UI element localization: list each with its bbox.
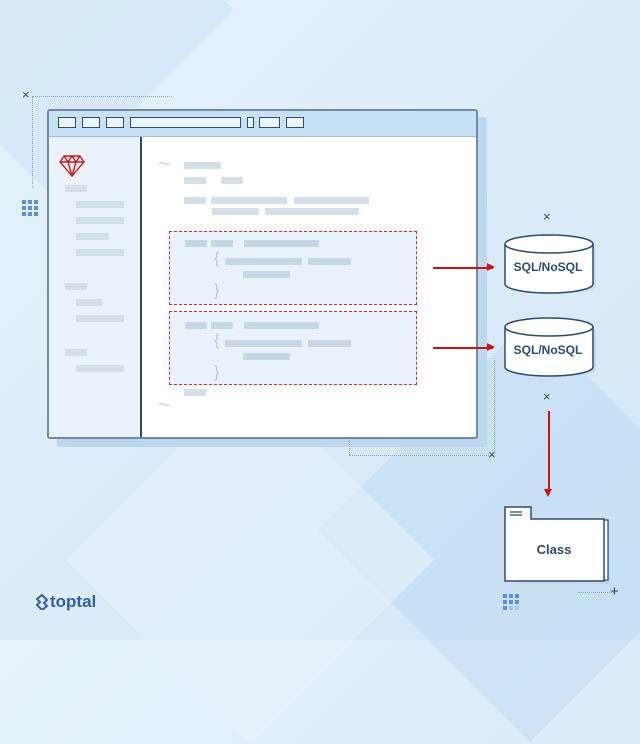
toolbar-button[interactable] xyxy=(286,117,304,128)
database-label: SQL/NoSQL xyxy=(513,343,583,357)
arrow-to-database xyxy=(433,344,495,350)
code-line xyxy=(184,197,206,204)
highlighted-code-block: { } xyxy=(169,231,417,305)
dot-grid-icon xyxy=(22,200,38,216)
code-line xyxy=(221,177,243,184)
sidebar-item[interactable] xyxy=(76,233,109,240)
sidebar-item[interactable] xyxy=(76,315,124,322)
class-package: Class xyxy=(504,506,610,586)
toolbar-button[interactable] xyxy=(58,117,76,128)
dotted-guide xyxy=(494,358,495,453)
dotted-guide xyxy=(349,455,489,456)
database-cylinder: SQL/NoSQL xyxy=(503,234,596,294)
dot-grid-icon xyxy=(503,594,519,610)
code-line xyxy=(265,208,359,215)
highlighted-code-block: { } xyxy=(169,311,417,385)
code-line xyxy=(184,162,221,169)
dotted-guide xyxy=(349,438,350,455)
code-line xyxy=(184,177,206,184)
cross-marker-icon: × xyxy=(543,389,551,404)
class-label: Class xyxy=(536,542,572,557)
toolbar-button[interactable] xyxy=(247,117,254,128)
editor-window: ~ { } { } ~ xyxy=(47,109,478,439)
sidebar-item[interactable] xyxy=(65,283,87,290)
sidebar-item[interactable] xyxy=(76,201,124,208)
sidebar-item[interactable] xyxy=(65,185,87,192)
database-cylinder: SQL/NoSQL xyxy=(503,317,596,377)
code-line xyxy=(211,197,287,204)
tilde-icon: ~ xyxy=(158,151,171,176)
title-bar xyxy=(49,111,476,137)
toolbar-button[interactable] xyxy=(106,117,124,128)
plus-marker-icon: + xyxy=(610,583,619,600)
sidebar-item[interactable] xyxy=(76,217,124,224)
toptal-logo: toptal xyxy=(36,592,96,612)
sidebar-item[interactable] xyxy=(76,365,124,372)
code-line xyxy=(184,389,206,396)
toolbar-button[interactable] xyxy=(259,117,280,128)
tilde-icon: ~ xyxy=(158,392,171,417)
cross-marker-icon: × xyxy=(488,447,496,462)
cross-marker-icon: × xyxy=(22,87,30,102)
sidebar-item[interactable] xyxy=(76,249,124,256)
dotted-guide xyxy=(578,592,614,593)
ruby-gem-icon xyxy=(59,155,85,177)
arrow-to-database xyxy=(433,264,495,270)
toolbar-button[interactable] xyxy=(82,117,100,128)
arrow-to-class xyxy=(548,411,550,491)
code-area: ~ { } { } ~ xyxy=(144,137,476,437)
arrow-head xyxy=(544,489,552,497)
address-bar[interactable] xyxy=(130,117,241,128)
toptal-logo-text: toptal xyxy=(50,592,97,611)
toptal-logo-icon xyxy=(36,594,48,610)
sidebar-item[interactable] xyxy=(65,349,87,356)
database-label: SQL/NoSQL xyxy=(513,260,583,274)
sidebar xyxy=(49,137,142,437)
dotted-guide xyxy=(32,96,33,188)
code-line xyxy=(294,197,369,204)
cross-marker-icon: × xyxy=(543,209,551,224)
sidebar-item[interactable] xyxy=(76,299,102,306)
dotted-guide xyxy=(32,96,172,97)
code-line xyxy=(212,208,259,215)
